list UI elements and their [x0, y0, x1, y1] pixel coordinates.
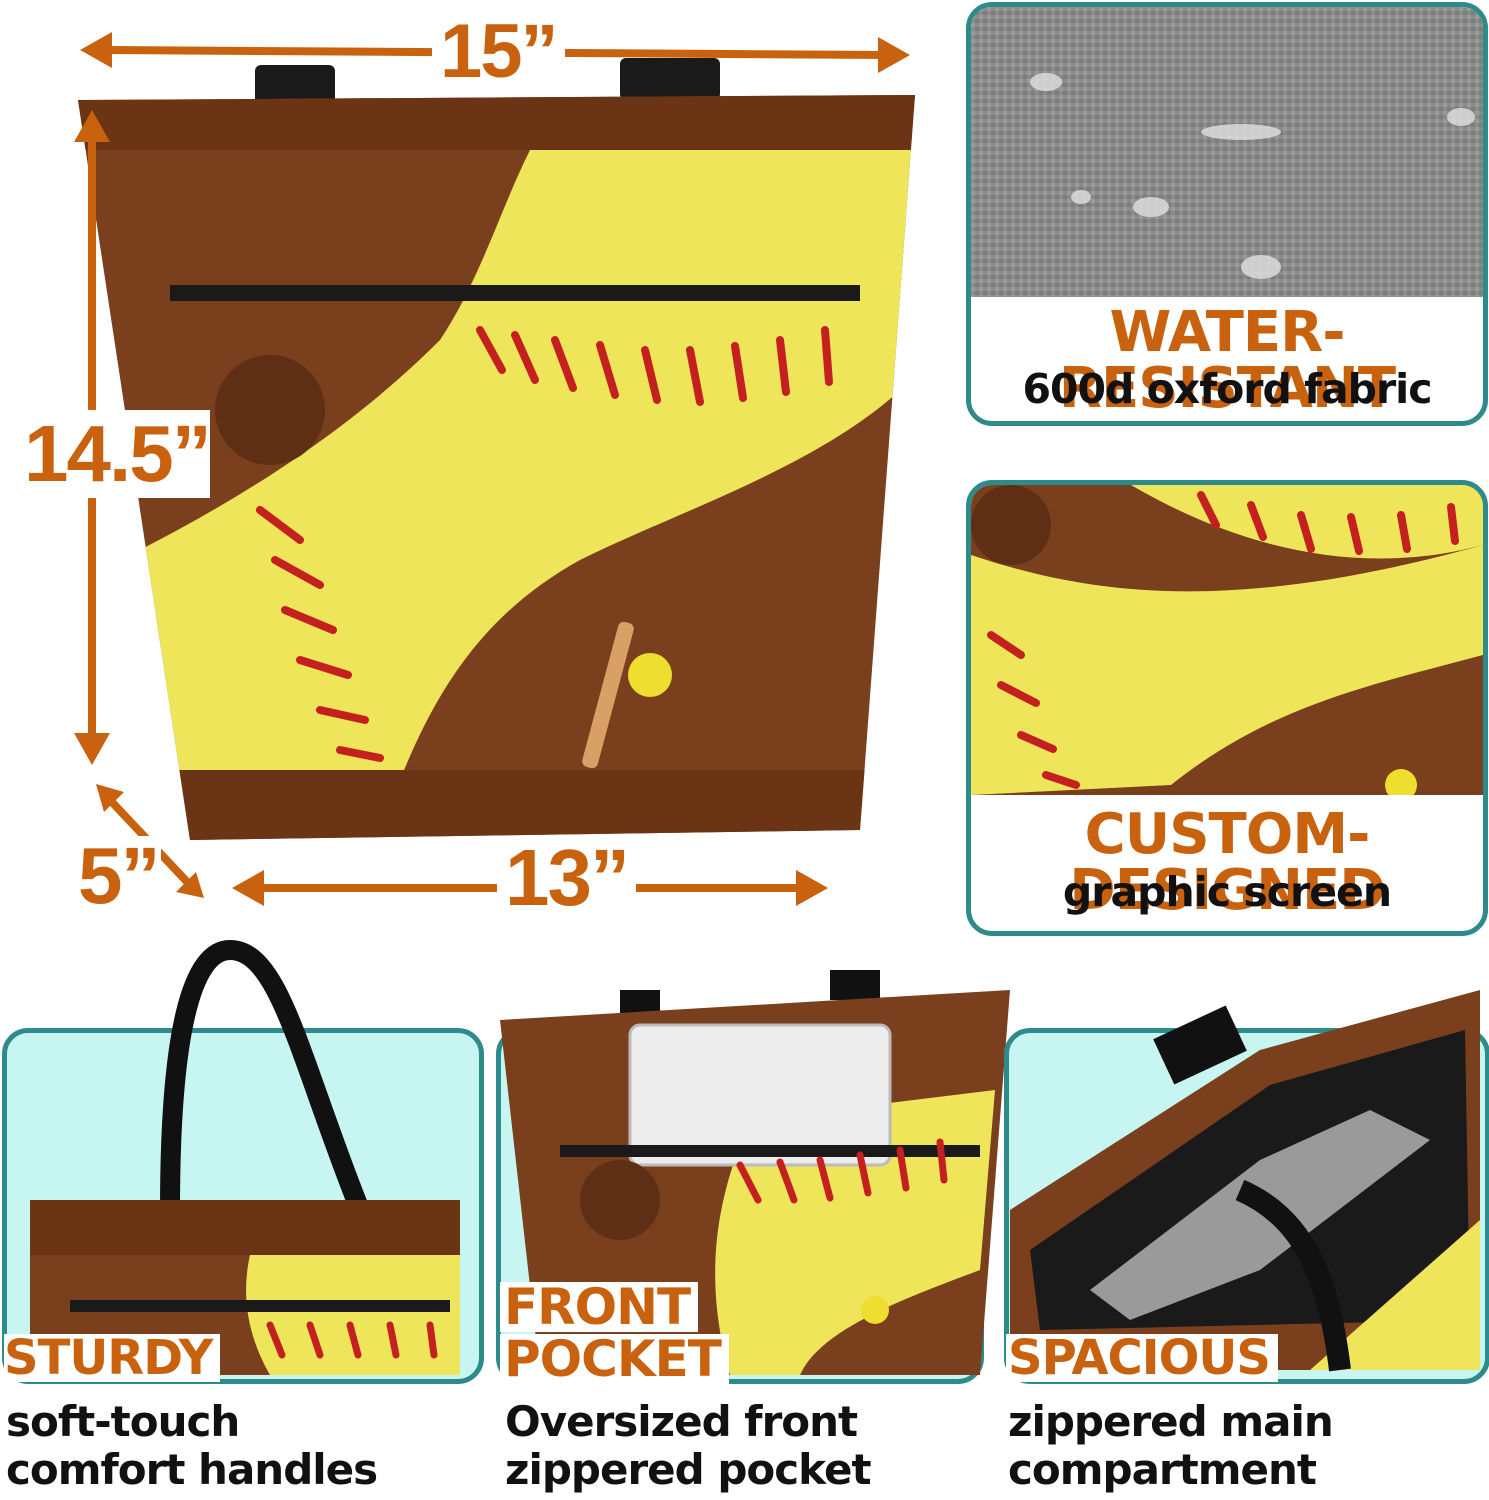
feature-title-line-1: FRONT — [500, 1282, 699, 1332]
fabric-closeup-image — [971, 7, 1483, 297]
feature-title: WATER-RESISTANT — [1058, 300, 1396, 421]
main-bag-illustration — [60, 40, 940, 840]
feature-subtitle-line-2: compartment — [1008, 1445, 1317, 1494]
main-compartment-image — [1010, 990, 1480, 1372]
feature-subtitle-line-1: Oversized front — [505, 1397, 858, 1446]
depth-dimension-label: 5” — [76, 831, 161, 920]
feature-subtitle: 600d oxford fabric — [1022, 365, 1432, 413]
feature-subtitle-line-1: zippered main — [1008, 1397, 1334, 1446]
feature-subtitle-line-1: soft-touch — [6, 1397, 240, 1446]
height-dimension-label: 14.5” — [24, 409, 212, 498]
feature-title-line-2: POCKET — [500, 1334, 729, 1384]
feature-panel-custom-designed: CUSTOM-DESIGNED graphic screen — [966, 480, 1488, 936]
feature-title: CUSTOM-DESIGNED — [1069, 802, 1385, 923]
base-dimension-label: 13” — [497, 838, 636, 918]
handles-image — [30, 940, 460, 1375]
feature-title: STURDY — [4, 1334, 221, 1382]
graphic-closeup-image — [971, 485, 1483, 795]
feature-subtitle-line-2: zippered pocket — [505, 1445, 872, 1494]
feature-title: SPACIOUS — [1006, 1334, 1278, 1382]
front-pocket-image — [500, 970, 1010, 1375]
width-dimension-label: 15” — [432, 14, 565, 90]
feature-panel-water-resistant: WATER-RESISTANT 600d oxford fabric — [966, 2, 1488, 426]
feature-subtitle-line-2: comfort handles — [6, 1445, 378, 1494]
feature-subtitle: graphic screen — [1062, 868, 1392, 916]
